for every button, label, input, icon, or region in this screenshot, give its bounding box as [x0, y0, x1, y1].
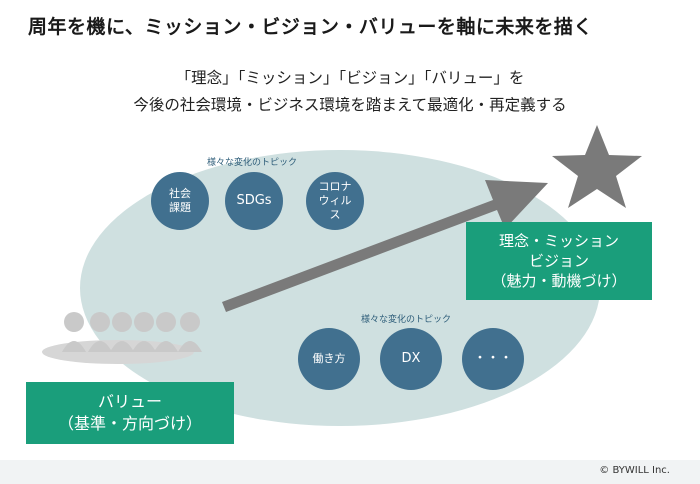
star-icon — [552, 125, 642, 208]
footer-bar — [0, 460, 700, 484]
copyright: © BYWILL Inc. — [599, 465, 670, 476]
value-box: バリュー （基準・方向づけ） — [26, 382, 234, 444]
topic-circle-workstyle: 働き方 — [298, 328, 360, 390]
people-group-icon — [42, 312, 202, 364]
growth-arrow — [222, 180, 548, 312]
topic-circle-dx: DX — [380, 328, 442, 390]
topic-label-bottom: 様々な変化のトピック — [361, 315, 452, 325]
topic-label-top: 様々な変化のトピック — [207, 158, 298, 168]
subtitle-line-1: 「理念」「ミッション」「ビジョン」「バリュー」を — [175, 69, 525, 87]
topic-circle-social: 社会 課題 — [151, 172, 209, 230]
subtitle-line-2: 今後の社会環境・ビジネス環境を踏まえて最適化・再定義する — [133, 96, 567, 114]
topic-circle-covid: コロナ ウィル ス — [306, 172, 364, 230]
topic-circle-etc: ・・・ — [462, 328, 524, 390]
topic-circle-sdgs: SDGs — [225, 172, 283, 230]
goal-box: 理念・ミッション ビジョン （魅力・動機づけ） — [466, 222, 652, 300]
page-title: 周年を機に、ミッション・ビジョン・バリューを軸に未来を描く — [28, 16, 593, 38]
